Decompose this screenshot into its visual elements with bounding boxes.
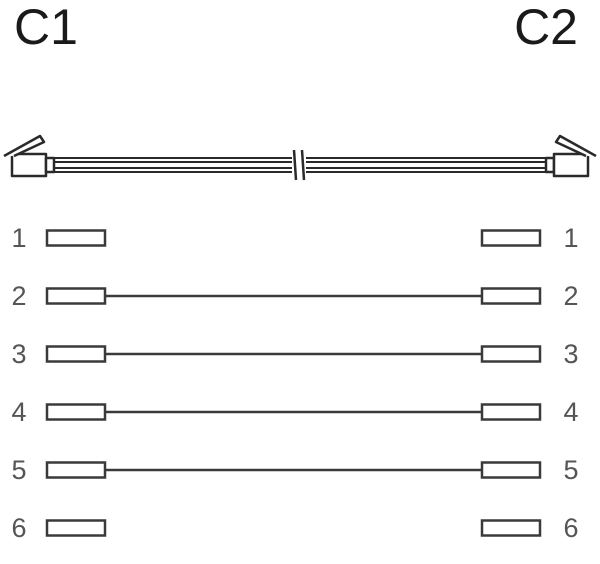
connector-c1-title: C1 bbox=[14, 0, 78, 55]
c1-pin-label: 2 bbox=[11, 281, 26, 311]
left-plug-icon bbox=[3, 134, 56, 178]
c1-pin-contact bbox=[45, 403, 107, 421]
right-plug-icon bbox=[544, 134, 597, 178]
c2-pin-label: 3 bbox=[563, 339, 578, 369]
c1-pin-contact bbox=[45, 229, 107, 247]
c1-pin-label: 5 bbox=[11, 455, 26, 485]
c1-pin-contact bbox=[45, 345, 107, 363]
c1-pin-contact bbox=[45, 287, 107, 305]
c2-pin-label: 5 bbox=[563, 455, 578, 485]
connector-c2-title: C2 bbox=[514, 0, 578, 55]
c2-pin-contact bbox=[480, 403, 542, 421]
c2-pin-contact bbox=[480, 229, 542, 247]
cable-break-icon bbox=[292, 149, 306, 181]
c2-pin-label: 4 bbox=[563, 397, 578, 427]
c1-pin-contact bbox=[45, 461, 107, 479]
c2-pin-label: 1 bbox=[563, 223, 578, 253]
c2-pin-contact bbox=[480, 519, 542, 537]
c1-pin-label: 4 bbox=[11, 397, 26, 427]
c2-pin-contact bbox=[480, 287, 542, 305]
c2-pin-contact bbox=[480, 461, 542, 479]
c1-pin-label: 3 bbox=[11, 339, 26, 369]
modular-plug-cable-icon bbox=[3, 134, 597, 181]
c2-pin-label: 6 bbox=[563, 513, 578, 543]
c2-pin-contact bbox=[480, 345, 542, 363]
c1-pin-contact bbox=[45, 519, 107, 537]
c1-pin-label: 1 bbox=[11, 223, 26, 253]
c1-pin-label: 6 bbox=[11, 513, 26, 543]
c2-pin-label: 2 bbox=[563, 281, 578, 311]
